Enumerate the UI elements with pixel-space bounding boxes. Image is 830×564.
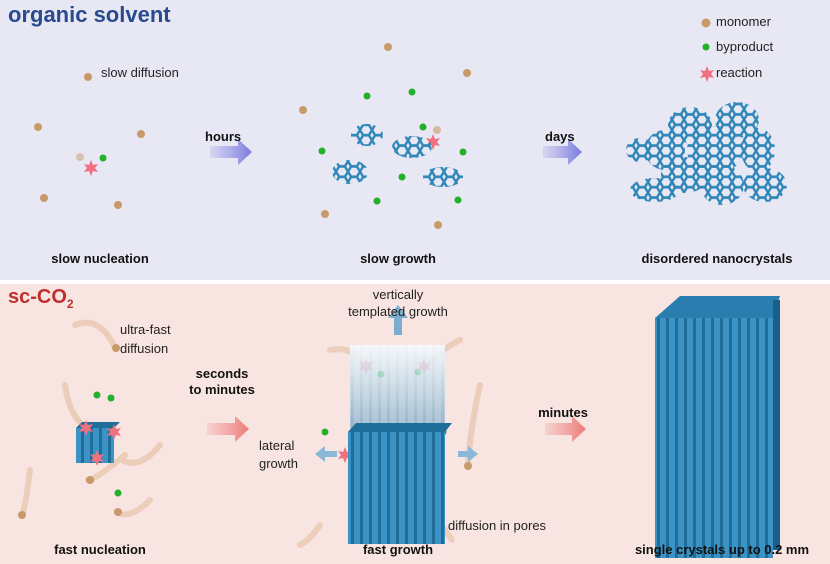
minutes-label: minutes <box>538 405 588 420</box>
byproducts-top <box>99 88 467 205</box>
lateral-growth-label: lateral growth <box>259 437 298 473</box>
lateral-line2: growth <box>259 456 299 471</box>
growing-crystal <box>348 345 452 544</box>
fast-nucleation-label: fast nucleation <box>54 542 146 557</box>
hours-label: hours <box>205 129 242 144</box>
vertical-line2: templated growth <box>348 304 448 319</box>
lateral-growth-arrow-left <box>315 446 337 462</box>
slow-diffusion-label: slow diffusion <box>101 65 179 80</box>
single-crystal-column <box>655 296 780 558</box>
monomer-legend-icon <box>701 18 711 28</box>
lateral-growth-arrow-right <box>458 446 478 462</box>
byproduct-legend-icon <box>702 43 710 51</box>
sc-co2-title-subscript: 2 <box>66 297 74 311</box>
legend-byproduct-label: byproduct <box>716 39 774 54</box>
vertical-growth-arrow <box>388 305 408 335</box>
vertical-growth-label: vertically templated growth <box>348 286 448 320</box>
reaction-legend-icon <box>700 66 714 82</box>
arrow-hours <box>210 139 252 165</box>
arrow-seconds-to-minutes <box>207 416 249 442</box>
reaction-icon <box>84 160 98 176</box>
lateral-line1: lateral <box>259 438 295 453</box>
seconds-line2: to minutes <box>189 382 255 397</box>
nanocrystal-clusters-growth <box>332 124 463 187</box>
sc-co2-title-main: sc-CO <box>8 286 67 308</box>
legend-reaction-label: reaction <box>716 65 763 80</box>
divider <box>0 280 830 284</box>
slow-growth-label: slow growth <box>360 251 436 266</box>
arrow-days <box>543 139 582 165</box>
organic-solvent-title: organic solvent <box>8 2 171 27</box>
diffusion-in-pores-label: diffusion in pores <box>448 518 547 533</box>
seconds-line1: seconds <box>195 366 249 381</box>
monomers-top <box>34 43 471 229</box>
reaction-icon <box>426 134 440 150</box>
ultra-fast-line2: diffusion <box>120 341 169 356</box>
vertical-line1: vertically <box>372 287 424 302</box>
single-crystals-label: single crystals up to 0.2 mm <box>634 542 810 557</box>
slow-nucleation-label: slow nucleation <box>51 251 149 266</box>
arrow-minutes <box>545 416 586 442</box>
days-label: days <box>545 129 575 144</box>
disordered-nanocrystals-label: disordered nanocrystals <box>641 251 793 266</box>
sc-co2-title: sc-CO2 <box>8 286 74 311</box>
legend-monomer-label: monomer <box>716 14 771 29</box>
ultra-fast-diffusion-label: ultra-fast diffusion <box>120 320 171 358</box>
ultra-fast-line1: ultra-fast <box>120 322 171 337</box>
disordered-nanocrystals <box>626 102 787 205</box>
fast-growth-label: fast growth <box>362 542 434 557</box>
